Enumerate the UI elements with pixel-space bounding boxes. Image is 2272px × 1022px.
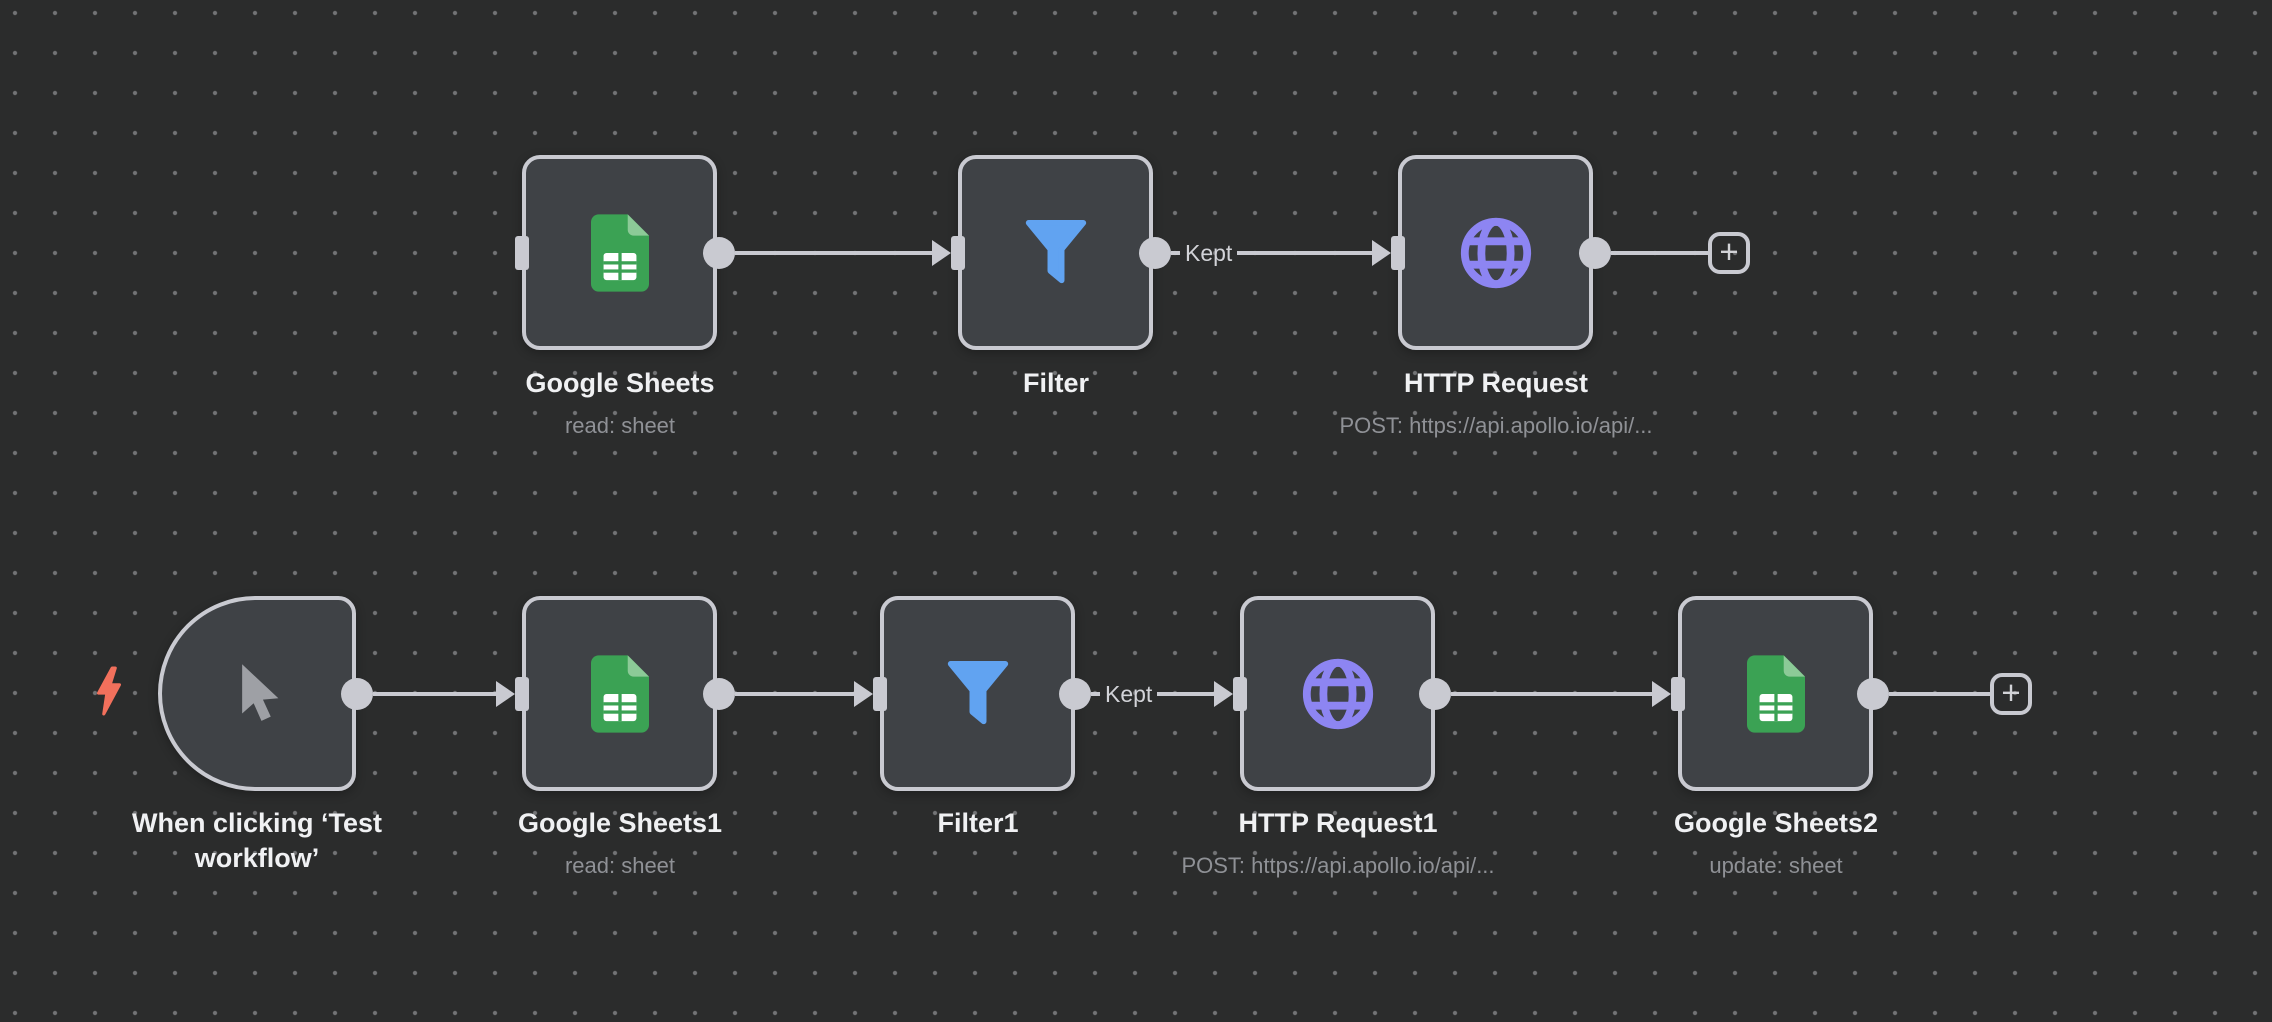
output-port[interactable] — [341, 678, 373, 710]
node-filter[interactable] — [958, 155, 1153, 350]
connection-output-label: Kept — [1105, 680, 1153, 707]
connection-wire — [1091, 692, 1100, 696]
node-title: HTTP Request1 — [1238, 808, 1438, 838]
trigger-lightning-icon — [97, 666, 121, 716]
node-label-filter: Filter — [846, 366, 1266, 401]
node-subtitle: update: sheet — [1709, 853, 1843, 879]
connection-arrowhead — [1214, 681, 1233, 707]
node-http-request1[interactable] — [1240, 596, 1435, 791]
node-title: Google Sheets1 — [517, 808, 723, 838]
connection-wire — [1889, 692, 1990, 696]
connection-arrowhead — [854, 681, 873, 707]
connection-filter-to-http-request: Kept — [1139, 236, 1391, 270]
connection-google-sheets-to-filter — [703, 236, 951, 270]
node-filter1[interactable] — [880, 596, 1075, 791]
node-subtitle: POST: https://api.apollo.io/api/... — [1181, 853, 1495, 879]
connection-wire — [1611, 251, 1708, 255]
node-subtitle: POST: https://api.apollo.io/api/... — [1339, 413, 1653, 439]
connection-google-sheets2-to-add: + — [1857, 673, 2032, 715]
connection-filter1-to-http-request1: Kept — [1059, 677, 1233, 711]
connection-wire[interactable] — [735, 692, 854, 696]
add-node-button[interactable]: + — [1990, 673, 2032, 715]
plus-icon: + — [1719, 233, 1739, 270]
google-sheets-icon — [590, 654, 649, 733]
node-title: Google Sheets2 — [1673, 808, 1879, 838]
connection-arrowhead — [1652, 681, 1671, 707]
node-label-google-sheets2: Google Sheets2 update: sheet — [1566, 806, 1986, 879]
node-http-request[interactable] — [1398, 155, 1593, 350]
globe-icon — [1302, 658, 1373, 729]
connection-wire[interactable] — [735, 251, 932, 255]
google-sheets-icon — [590, 213, 649, 292]
connection-trigger-to-google-sheets1 — [341, 677, 515, 711]
output-port[interactable] — [1139, 237, 1171, 269]
plus-icon: + — [2001, 674, 2021, 711]
node-label-filter1: Filter1 — [768, 806, 1188, 841]
output-port[interactable] — [703, 678, 735, 710]
google-sheets-icon — [1746, 654, 1805, 733]
connection-http-request-to-add: + — [1579, 232, 1750, 274]
node-label-google-sheets: Google Sheets read: sheet — [410, 366, 830, 439]
connection-arrowhead — [1372, 240, 1391, 266]
node-title: Google Sheets — [525, 368, 715, 398]
node-title: Filter1 — [937, 808, 1019, 838]
connection-arrowhead — [496, 681, 515, 707]
output-port[interactable] — [1857, 678, 1889, 710]
output-port[interactable] — [1059, 678, 1091, 710]
filter-icon — [947, 660, 1008, 724]
node-google-sheets1[interactable] — [522, 596, 717, 791]
node-title: Filter — [1022, 368, 1089, 398]
node-title: When clicking ‘Test workflow’ — [131, 808, 383, 874]
node-subtitle: read: sheet — [564, 413, 676, 439]
connection-output-label: Kept — [1185, 239, 1233, 266]
connection-http-request1-to-google-sheets2 — [1419, 677, 1671, 711]
node-subtitle: read: sheet — [564, 853, 676, 879]
mouse-cursor-icon — [242, 663, 279, 721]
connection-wire — [1171, 251, 1180, 255]
filter-icon — [1025, 219, 1086, 283]
connection-wire[interactable] — [1237, 251, 1372, 255]
connection-wire[interactable] — [373, 692, 496, 696]
node-google-sheets2[interactable] — [1678, 596, 1873, 791]
output-port[interactable] — [703, 237, 735, 269]
node-label-http-request: HTTP Request POST: https://api.apollo.io… — [1286, 366, 1706, 439]
output-port[interactable] — [1419, 678, 1451, 710]
output-port[interactable] — [1579, 237, 1611, 269]
connection-google-sheets1-to-filter1 — [703, 677, 873, 711]
node-title: HTTP Request — [1403, 368, 1589, 398]
connection-arrowhead — [932, 240, 951, 266]
connection-wire[interactable] — [1157, 692, 1214, 696]
node-label-http-request1: HTTP Request1 POST: https://api.apollo.i… — [1128, 806, 1548, 879]
add-node-button[interactable]: + — [1708, 232, 1750, 274]
node-google-sheets[interactable] — [522, 155, 717, 350]
node-manual-trigger[interactable] — [158, 596, 356, 791]
connection-wire[interactable] — [1451, 692, 1652, 696]
globe-icon — [1460, 217, 1531, 288]
node-label-google-sheets1: Google Sheets1 read: sheet — [410, 806, 830, 879]
node-label-manual-trigger: When clicking ‘Test workflow’ — [125, 806, 389, 876]
